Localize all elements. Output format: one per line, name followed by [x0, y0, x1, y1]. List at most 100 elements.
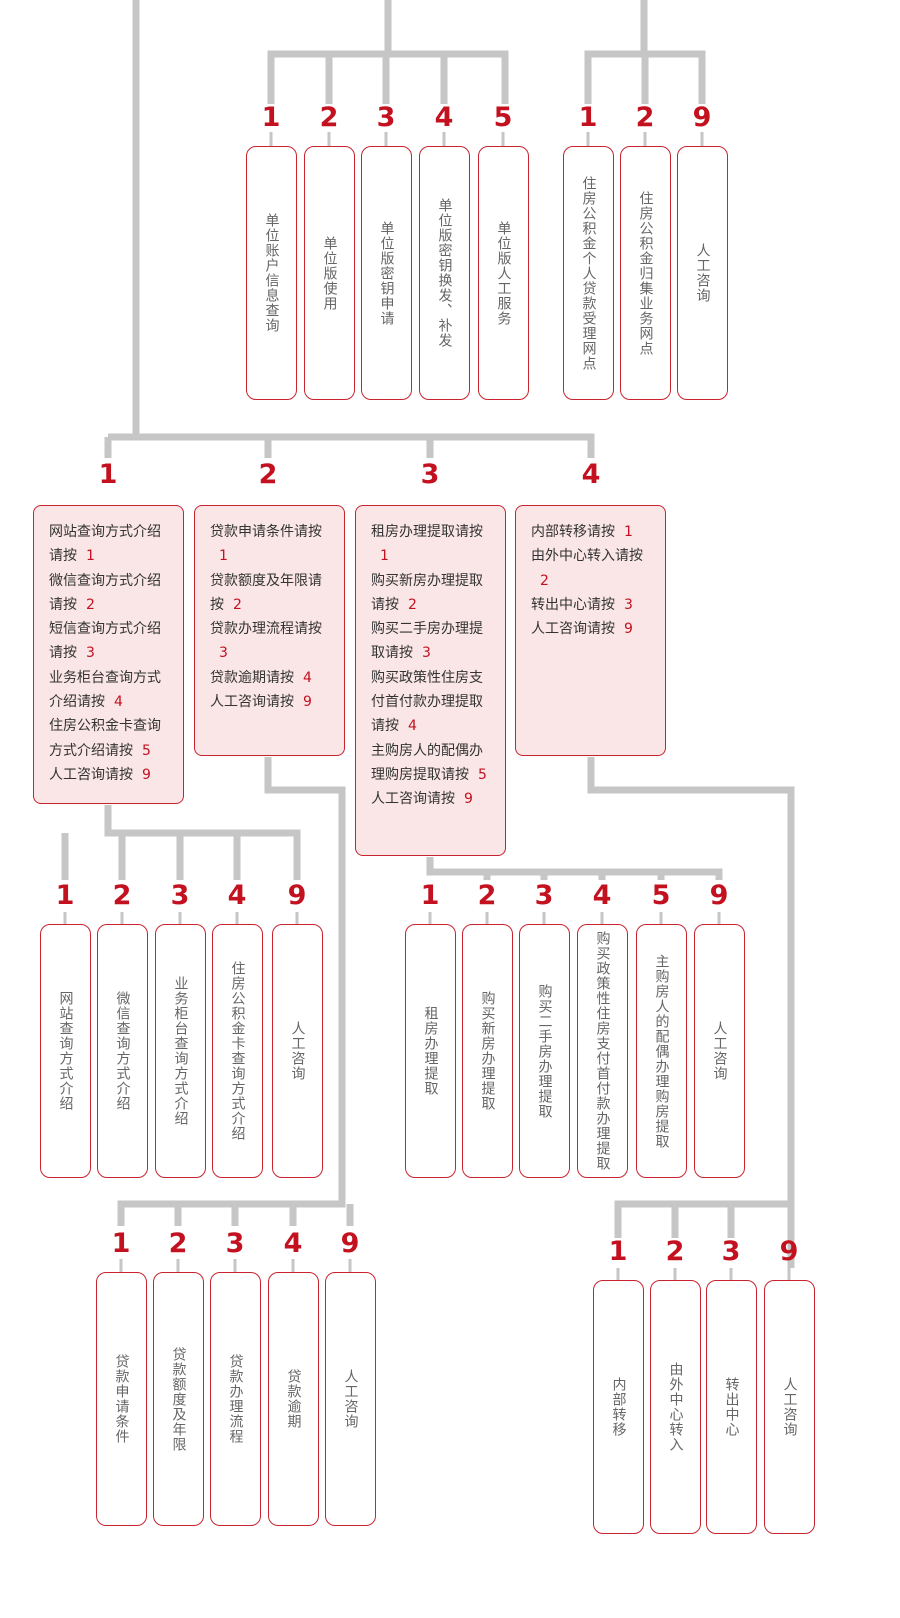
menu-item-key: 5 [142, 742, 151, 759]
option-number: 3 [225, 1228, 245, 1259]
option-label: 转出中心 [723, 1377, 740, 1437]
menu-item-text: 微信查询方式介绍请按 [49, 572, 161, 613]
menu-item-text: 购买新房办理提取请按 [371, 572, 483, 613]
option-card[interactable]: 贷款申请条件 [96, 1272, 147, 1526]
menu-item-text: 短信查询方式介绍请按 [49, 621, 161, 662]
menu-item-key: 4 [114, 694, 123, 711]
menu-item-text: 购买二手房办理提取请按 [371, 621, 483, 662]
option-card[interactable]: 人工咨询 [677, 146, 728, 400]
menu-item[interactable]: 由外中心转入请按2 [531, 544, 653, 593]
menu-item-key: 9 [303, 694, 312, 711]
option-label: 住房公积金归集业务网点 [637, 190, 654, 356]
option-card[interactable]: 微信查询方式介绍 [97, 924, 148, 1178]
option-label: 微信查询方式介绍 [114, 991, 131, 1111]
option-number: 4 [434, 102, 454, 133]
option-card[interactable]: 住房公积金归集业务网点 [620, 146, 671, 400]
menu-item[interactable]: 人工咨询请按 9 [210, 690, 332, 714]
option-card[interactable]: 贷款办理流程 [210, 1272, 261, 1526]
option-card[interactable]: 贷款逾期 [268, 1272, 319, 1526]
menu-item-key: 2 [233, 596, 242, 613]
menu-item-text: 业务柜台查询方式介绍请按 [49, 669, 161, 711]
option-number: 2 [477, 880, 497, 911]
menu-item-key: 2 [408, 596, 417, 613]
menu-item-text: 网站查询方式介绍请按 [49, 524, 161, 565]
option-label: 单位版使用 [321, 235, 338, 311]
menu-item-text: 人工咨询请按 [531, 621, 615, 638]
option-card[interactable]: 转出中心 [706, 1280, 757, 1534]
option-card[interactable]: 人工咨询 [325, 1272, 376, 1526]
option-card[interactable]: 业务柜台查询方式介绍 [155, 924, 206, 1178]
option-card[interactable]: 贷款额度及年限 [153, 1272, 204, 1526]
option-card[interactable]: 单位版人工服务 [478, 146, 529, 400]
option-label: 贷款申请条件 [113, 1354, 130, 1444]
menu-item-text: 租房办理提取请按 [371, 524, 483, 540]
option-card[interactable]: 人工咨询 [764, 1280, 815, 1534]
option-number: 2 [665, 1236, 685, 1267]
menu-item[interactable]: 贷款申请条件请按 1 [210, 520, 332, 569]
option-number: 9 [340, 1228, 360, 1259]
option-card[interactable]: 由外中心转入 [650, 1280, 701, 1534]
option-card[interactable]: 购买新房办理提取 [462, 924, 513, 1178]
menu-item-text: 住房公积金卡查询方式介绍请按 [49, 718, 161, 759]
option-number: 4 [227, 880, 247, 911]
menu-item-text: 内部转移请按 [531, 524, 615, 540]
menu-item-key: 3 [624, 596, 633, 613]
option-number: 9 [287, 880, 307, 911]
option-card[interactable]: 购买二手房办理提取 [519, 924, 570, 1178]
option-card[interactable]: 网站查询方式介绍 [40, 924, 91, 1178]
option-card[interactable]: 住房公积金个人贷款受理网点 [563, 146, 614, 400]
option-number: 9 [709, 880, 729, 911]
option-card[interactable]: 住房公积金卡查询方式介绍 [212, 924, 263, 1178]
option-card[interactable]: 单位版使用 [304, 146, 355, 400]
option-card[interactable]: 购买政策性住房支付首付款办理提取 [577, 924, 628, 1178]
menu-item-key: 1 [380, 548, 389, 565]
menu-item-text: 人工咨询请按 [210, 694, 294, 711]
option-label: 贷款办理流程 [227, 1354, 244, 1444]
option-card[interactable]: 租房办理提取 [405, 924, 456, 1178]
option-label: 单位版密钥申请 [378, 220, 395, 326]
option-card[interactable]: 内部转移 [593, 1280, 644, 1534]
menu-item-key: 9 [464, 791, 473, 808]
option-card[interactable]: 人工咨询 [694, 924, 745, 1178]
option-number: 9 [692, 102, 712, 133]
option-number: 3 [721, 1236, 741, 1267]
option-card[interactable]: 单位版密钥换发、补发 [419, 146, 470, 400]
menu-item-key: 1 [219, 548, 228, 565]
menu-item[interactable]: 贷款办理流程请按3 [210, 617, 332, 666]
option-card[interactable]: 主购房人的配偶办理购房提取 [636, 924, 687, 1178]
option-number: 2 [635, 102, 655, 133]
option-label: 单位版密钥换发、补发 [436, 198, 453, 348]
option-number: 1 [111, 1228, 131, 1259]
option-label: 购买新房办理提取 [479, 991, 496, 1111]
menu-item-text: 贷款申请条件请按 [210, 524, 322, 540]
option-label: 业务柜台查询方式介绍 [172, 976, 189, 1126]
option-card[interactable]: 单位版密钥申请 [361, 146, 412, 400]
option-label: 网站查询方式介绍 [57, 991, 74, 1111]
menu-item[interactable]: 租房办理提取请按 1 [371, 520, 493, 569]
option-card[interactable]: 人工咨询 [272, 924, 323, 1178]
option-number: 1 [578, 102, 598, 133]
option-number: 5 [493, 102, 513, 133]
option-card[interactable]: 单位账户信息查询 [246, 146, 297, 400]
menu-item-key: 3 [422, 645, 431, 662]
